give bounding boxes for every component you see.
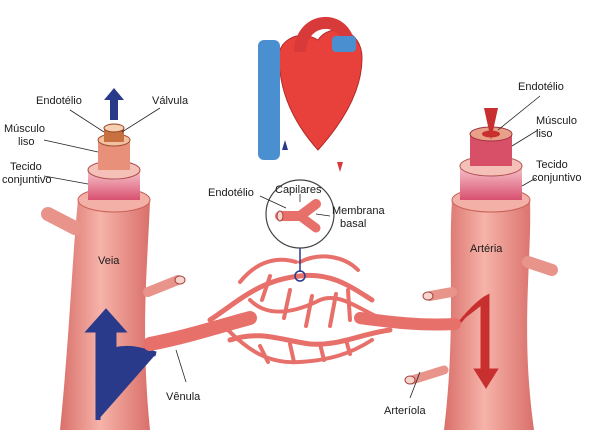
capillary [226, 328, 374, 365]
labels: Endotélio Válvula Músculo liso Tecido co… [2, 81, 582, 417]
label-vein-tissue-2: conjuntivo [2, 174, 52, 186]
lead-venule [175, 349, 187, 383]
vein-flow-arrow [84, 308, 157, 420]
lead-vein-muscle [43, 139, 99, 153]
lead-vein-tissue [43, 175, 89, 185]
label-artery-tissue-2: conjuntivo [532, 172, 582, 184]
venule-vessel [143, 311, 257, 351]
label-membrane-2: basal [340, 218, 366, 230]
heart [258, 17, 363, 172]
lead-artery-endothelium [497, 95, 541, 131]
vein-branch-right [143, 275, 183, 297]
capillary [258, 338, 352, 364]
arteriole-opening [404, 375, 416, 385]
vein-up-arrow [104, 88, 124, 120]
lead-arteriole [409, 371, 421, 399]
capillary [298, 254, 360, 272]
pulmonary-vessel [332, 36, 356, 52]
label-vein-endothelium: Endotélio [36, 95, 82, 107]
label-vein-muscle-2: liso [18, 136, 35, 148]
capillary-network [143, 254, 461, 365]
label-arteriole: Arteríola [384, 405, 426, 417]
lead-membrane [315, 213, 331, 217]
label-valve: Válvula [152, 95, 189, 107]
capillary [248, 296, 382, 320]
lead-artery-muscle [511, 129, 539, 147]
capillary [227, 327, 393, 347]
capillary [260, 274, 352, 328]
lead-vein-endothelium [69, 109, 105, 133]
artery-down-arrow [484, 108, 498, 140]
aorta-arch [294, 17, 354, 53]
capillary [207, 272, 375, 323]
arteriole-branch [407, 365, 449, 385]
artery [404, 108, 558, 430]
label-vein-muscle-1: Músculo [4, 123, 45, 135]
label-artery: Artéria [470, 243, 503, 255]
artery-flow-arrow [458, 293, 499, 389]
arteriole-vessel [354, 312, 461, 331]
vein-branch-opening [174, 275, 186, 285]
label-membrane-1: Membrana [332, 205, 385, 217]
artery-branch-left [425, 287, 457, 301]
label-artery-muscle-1: Músculo [536, 115, 577, 127]
capillary-inset [265, 179, 335, 272]
inset-capillary-tube-branch [295, 211, 321, 233]
vena-cava [258, 40, 280, 160]
label-capillary-endothelium: Endotélio [208, 187, 254, 199]
lead-valve [121, 107, 161, 133]
vein-branch-left [41, 207, 82, 235]
vein [41, 88, 186, 430]
artery-branch-right [522, 256, 558, 276]
label-venule: Vênula [166, 391, 201, 403]
label-artery-tissue-1: Tecido [536, 159, 568, 171]
vein-lumen [103, 123, 125, 133]
heart-arrow-blue [282, 140, 288, 150]
leader-lines [43, 95, 541, 399]
heart-arrow-red [337, 162, 343, 172]
label-vein-tissue-1: Tecido [10, 161, 42, 173]
label-vein: Veia [98, 255, 120, 267]
label-artery-muscle-2: liso [536, 128, 553, 140]
lead-artery-tissue [521, 177, 537, 187]
inset-tube-opening [276, 210, 284, 222]
capillary [238, 257, 298, 284]
lead-capillary-endothelium [259, 195, 287, 209]
label-capillaries: Capilares [275, 184, 322, 196]
label-artery-endothelium: Endotélio [518, 81, 564, 93]
artery-branch-opening [422, 291, 434, 301]
